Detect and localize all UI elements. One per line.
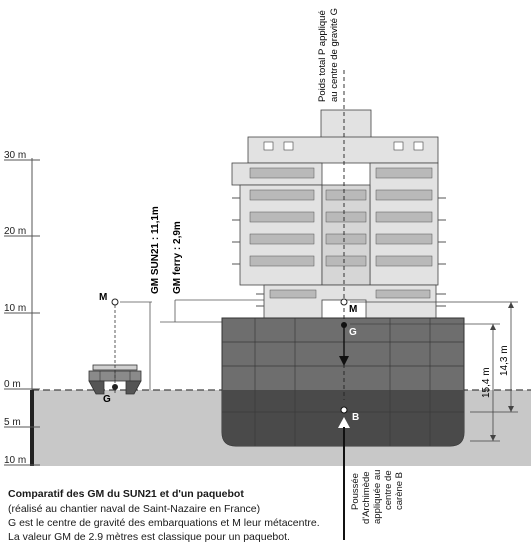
scale-ticks [4, 159, 40, 466]
buoyancy-label-line4: centre de [383, 470, 394, 510]
liner-deck-windows [249, 167, 433, 299]
buoyancy-label-line1: Poussée [350, 473, 361, 510]
weight-arrow-head [339, 356, 349, 366]
weight-label-line1: Poids total P appliqué [317, 10, 328, 102]
tick-0m: 0 m [4, 379, 21, 390]
caption-line-2: G est le centre de gravité des embarquat… [8, 517, 320, 529]
sun21-gravity-point [112, 384, 118, 390]
liner-m-label: M [349, 304, 357, 315]
liner-buoyancy-point [340, 406, 348, 414]
scale-bar-underwater [30, 390, 34, 466]
sun21-m-label: M [99, 292, 107, 303]
sun21-metacentre-point [111, 298, 119, 306]
weight-label-line2: au centre de gravité G [329, 8, 340, 102]
tick-20m: 20 m [4, 226, 26, 237]
draft-dimension-lines [350, 301, 518, 442]
gm-sun21-label: GM SUN21 : 11,1m [150, 206, 161, 294]
tick-minus5m: 5 m [4, 417, 21, 428]
sun21-g-label: G [103, 394, 111, 405]
buoyancy-label-line5: carène B [394, 472, 405, 510]
buoyancy-label-line3: appliquée au [372, 470, 383, 524]
gm-ferry-label: GM ferry : 2,9m [172, 221, 183, 294]
tick-10m: 10 m [4, 303, 26, 314]
dim-15-4m-label: 15,4 m [481, 367, 492, 398]
tick-minus10m: 10 m [4, 455, 26, 466]
tick-30m: 30 m [4, 150, 26, 161]
caption-line-1: (réalisé au chantier naval de Saint-Naza… [8, 503, 261, 515]
liner-metacentre-point [340, 298, 348, 306]
liner-side-decks [232, 197, 446, 307]
buoyancy-arrow-head [338, 417, 350, 428]
liner-g-label: G [349, 327, 357, 338]
liner-hull [221, 317, 465, 447]
buoyancy-label-line2: d'Archimède [361, 471, 372, 524]
liner-b-label: B [352, 412, 359, 423]
dim-14-3m-label: 14,3 m [499, 345, 510, 376]
liner-gravity-point [341, 322, 347, 328]
caption-title: Comparatif des GM du SUN21 et d'un paque… [8, 488, 244, 500]
caption-line-3: La valeur GM de 2.9 mètres est classique… [8, 531, 290, 543]
